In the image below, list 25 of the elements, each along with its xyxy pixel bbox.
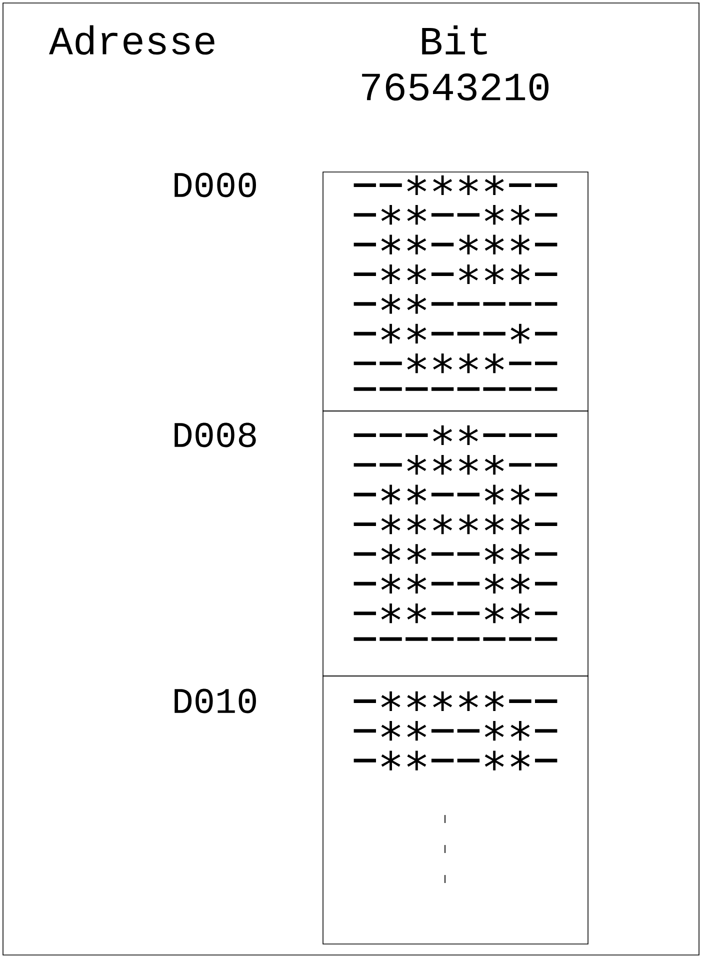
bitmap-row: −−∗∗∗∗−− [354,175,558,195]
bitmap-row: −∗∗−∗∗∗− [354,234,558,254]
bitmap-row: −∗∗−−∗∗− [354,604,558,624]
bitmap-row: −−−∗∗−−− [354,425,558,445]
bitmap-row: −−∗∗∗∗−− [354,354,558,374]
address-label: D000 [174,172,256,198]
bitmap-row: −∗∗−−−∗− [354,324,558,344]
bitmap-row: −∗∗∗∗∗∗− [354,514,558,534]
bitmap-row: −∗∗−−∗∗− [354,750,558,770]
bitmap-row: −∗∗−−∗∗− [354,484,558,504]
address-label: D008 [174,422,256,448]
column-heading: Adresse [48,25,214,55]
bitmap-row: −∗∗−−∗∗− [354,544,558,564]
bitmap-row: −−−−−−−− [354,637,558,641]
bitmap-row: −∗∗−−∗∗− [354,205,558,225]
bit-numbers: 76543210 [362,73,549,101]
bitmap-row: −∗∗−−∗∗− [354,721,558,741]
bitmap-row: −−∗∗∗∗−− [354,455,558,475]
address-label: D010 [174,688,256,714]
bitmap-row: −−−−−−−− [354,387,558,391]
bitmap-row: −∗∗−∗∗∗− [354,264,558,284]
bitmap-row: −∗∗−−−−− [354,294,558,314]
bitmap-row: −∗∗∗∗∗−− [354,691,558,711]
column-heading: Bit [422,25,487,55]
bitmap-row: −∗∗−−∗∗− [354,574,558,594]
